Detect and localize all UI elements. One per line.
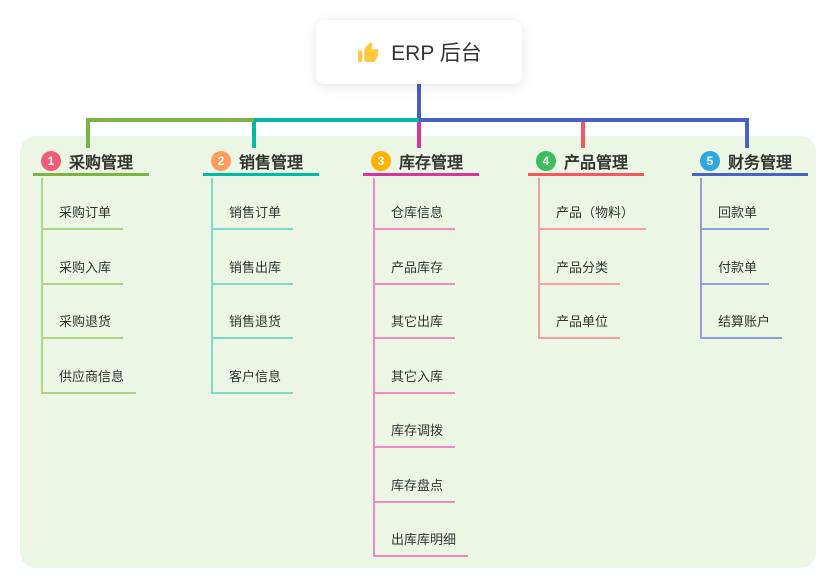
branch5-label: 财务管理 [728, 155, 793, 172]
branch5-drop-line [745, 118, 749, 148]
bus-segment-1 [86, 118, 254, 122]
child-node: 客户信息 [211, 366, 294, 394]
child-node: 销售订单 [211, 202, 294, 230]
child-node: 库存调拨 [373, 420, 456, 448]
branch1-trunk-line [41, 178, 43, 394]
branch4-label: 产品管理 [564, 155, 629, 172]
branch2-label: 销售管理 [239, 155, 304, 172]
branch2-number-badge: 2 [211, 151, 231, 171]
child-node: 采购入库 [41, 257, 124, 285]
child-node: 销售退货 [211, 311, 294, 339]
branch1-drop-line [86, 118, 90, 148]
thumbs-up-icon [358, 41, 380, 62]
child-node: 采购订单 [41, 202, 124, 230]
branch-node-purchase: 1 采购管理 [33, 149, 149, 176]
branch-node-product: 4 产品管理 [528, 149, 644, 176]
child-node: 产品（物料） [538, 202, 647, 230]
branch4-drop-line [581, 122, 585, 148]
branch1-number-badge: 1 [41, 151, 61, 171]
child-node: 结算账户 [700, 311, 783, 339]
branch3-number-badge: 3 [371, 151, 391, 171]
child-node: 产品单位 [538, 311, 621, 339]
branch4-number-badge: 4 [536, 151, 556, 171]
child-node: 产品分类 [538, 257, 621, 285]
branch-node-finance: 5 财务管理 [692, 149, 808, 176]
branch2-trunk-line [211, 178, 213, 394]
branch5-trunk-line [700, 178, 702, 339]
branch-node-sales: 2 销售管理 [203, 149, 319, 176]
child-node: 回款单 [700, 202, 770, 230]
branch5-number-badge: 5 [700, 151, 720, 171]
child-node: 产品库存 [373, 257, 456, 285]
child-node: 供应商信息 [41, 366, 137, 394]
branch-node-inventory: 3 库存管理 [363, 149, 479, 176]
child-node: 仓库信息 [373, 202, 456, 230]
branch3-label: 库存管理 [399, 155, 464, 172]
child-node: 采购退货 [41, 311, 124, 339]
bus-segment-2 [254, 118, 419, 122]
child-node: 库存盘点 [373, 475, 456, 503]
root-node: ERP 后台 [316, 20, 522, 84]
branch3-trunk-line [373, 178, 375, 557]
branch1-label: 采购管理 [69, 155, 134, 172]
branch3-drop-line [417, 122, 421, 148]
child-node: 其它入库 [373, 366, 456, 394]
branch4-trunk-line [538, 178, 540, 339]
child-node: 销售出库 [211, 257, 294, 285]
branches-panel [20, 136, 816, 568]
child-node: 其它出库 [373, 311, 456, 339]
bus-segment-3 [419, 118, 749, 122]
root-node-label: ERP 后台 [391, 42, 482, 65]
branch2-drop-line [252, 118, 256, 148]
child-node: 付款单 [700, 257, 770, 285]
child-node: 出库库明细 [373, 529, 469, 557]
root-connector-line [417, 84, 421, 120]
